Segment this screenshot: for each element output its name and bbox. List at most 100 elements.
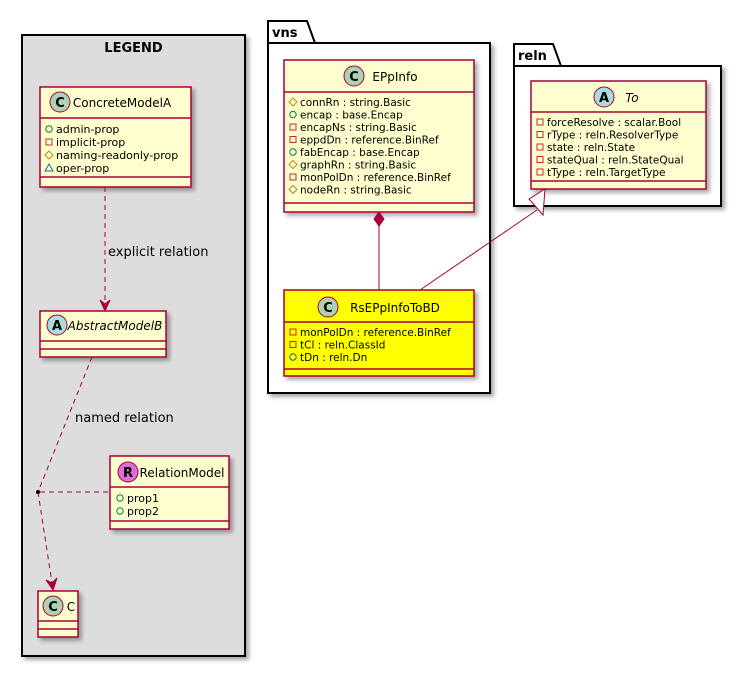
abstract-stereotype-icon <box>593 86 615 108</box>
attribute-text: graphRn : string.Basic <box>300 160 416 172</box>
attribute-row: state : reln.State <box>536 142 635 154</box>
class-stereotype-icon <box>343 65 365 87</box>
class-stereotype-icon <box>49 91 71 113</box>
private-visibility-icon <box>289 341 297 348</box>
attribute-row: prop2 <box>116 505 159 518</box>
private-visibility-icon <box>289 173 297 181</box>
private-visibility-icon <box>289 328 297 336</box>
attribute-row: prop1 <box>116 492 159 505</box>
attribute-row: monPolDn : reference.BinRef <box>289 172 451 184</box>
attribute-text: stateQual : reln.StateQual <box>547 155 684 167</box>
attribute-row: fabEncap : base.Encap <box>289 147 420 159</box>
class-stereotype-icon <box>317 296 339 318</box>
composition-link <box>373 211 385 290</box>
named-relation-label: named relation <box>75 411 174 426</box>
attribute-row: tType : reln.TargetType <box>536 167 666 179</box>
attribute-text: prop1 <box>127 492 159 505</box>
attribute-text: encap : base.Encap <box>300 110 403 122</box>
class-name: ConcreteModelA <box>73 96 172 110</box>
class-abstract-model-b[interactable]: A AbstractModelB <box>39 310 167 358</box>
stereotype-letter: A <box>52 319 62 334</box>
protected-visibility-icon <box>288 184 298 195</box>
private-visibility-icon <box>536 156 544 163</box>
class-name: RsEPpInfoToBD <box>350 301 440 315</box>
attribute-row: tCl : reln.ClassId <box>289 340 385 352</box>
class-name: RelationModel <box>140 466 225 480</box>
attribute-list: admin-propimplicit-propnaming-readonly-p… <box>44 123 178 175</box>
public-visibility-icon <box>289 110 297 119</box>
attribute-text: monPolDn : reference.BinRef <box>300 327 451 339</box>
public-visibility-icon <box>116 507 124 515</box>
class-name: EPpInfo <box>372 70 417 84</box>
attribute-row: connRn : string.Basic <box>288 97 411 109</box>
private-visibility-icon <box>536 131 544 138</box>
public-visibility-icon <box>289 148 297 156</box>
class-name: AbstractModelB <box>67 319 163 333</box>
public-visibility-icon <box>289 353 297 361</box>
public-visibility-icon <box>45 125 53 133</box>
attribute-text: monPolDn : reference.BinRef <box>300 172 451 184</box>
attribute-row: monPolDn : reference.BinRef <box>289 327 451 339</box>
class-name: C <box>67 600 75 614</box>
class-concrete-model-a[interactable]: C ConcreteModelA admin-propimplicit-prop… <box>39 86 192 188</box>
attribute-row: nodeRn : string.Basic <box>288 184 412 197</box>
private-visibility-icon <box>289 123 297 131</box>
private-visibility-icon <box>536 168 544 176</box>
reln-package-title: reln <box>518 49 547 64</box>
stereotype-letter: C <box>349 70 359 85</box>
class-name: To <box>625 91 638 105</box>
public-visibility-icon <box>116 494 124 502</box>
attribute-text: connRn : string.Basic <box>300 97 411 109</box>
relation-stereotype-icon <box>117 461 139 483</box>
class-rseppinfotobd[interactable]: C RsEPpInfoToBD monPolDn : reference.Bin… <box>283 289 475 377</box>
attribute-text: rType : reln.ResolverType <box>547 130 678 142</box>
attribute-text: encapNs : string.Basic <box>300 122 417 134</box>
attribute-text: fabEncap : base.Encap <box>300 147 420 159</box>
attribute-text: prop2 <box>127 505 159 518</box>
abstract-stereotype-icon <box>46 314 68 336</box>
stereotype-letter: C <box>48 600 58 615</box>
attribute-row: admin-prop <box>45 123 119 136</box>
attribute-text: oper-prop <box>56 162 109 175</box>
class-c[interactable]: C C <box>37 590 79 638</box>
protected-visibility-icon <box>288 97 298 107</box>
inheritance-link <box>419 188 546 291</box>
attribute-row: implicit-prop <box>45 136 125 149</box>
association-point <box>36 490 40 494</box>
stereotype-letter: A <box>599 91 609 106</box>
attribute-row: forceResolve : scalar.Bool <box>536 117 681 129</box>
explicit-relation-arrow: explicit relation <box>99 187 208 313</box>
legend-title: LEGEND <box>104 41 163 56</box>
attribute-text: implicit-prop <box>56 136 125 149</box>
attribute-row: encapNs : string.Basic <box>289 122 417 134</box>
attribute-row: rType : reln.ResolverType <box>536 130 678 142</box>
private-visibility-icon <box>536 143 544 151</box>
attribute-text: tType : reln.TargetType <box>547 167 666 179</box>
attribute-row: encap : base.Encap <box>289 110 403 122</box>
attribute-row: naming-readonly-prop <box>44 149 178 162</box>
attribute-text: nodeRn : string.Basic <box>300 185 412 197</box>
explicit-relation-label: explicit relation <box>108 245 208 260</box>
private-visibility-icon <box>289 136 297 143</box>
class-stereotype-icon <box>42 595 64 617</box>
attribute-text: state : reln.State <box>547 142 635 154</box>
attribute-text: admin-prop <box>56 123 119 136</box>
protected-visibility-icon <box>288 159 298 170</box>
named-relation-arrow: named relation <box>36 356 174 592</box>
stereotype-letter: R <box>123 466 133 481</box>
attribute-text: forceResolve : scalar.Bool <box>547 117 681 129</box>
attribute-row: oper-prop <box>44 162 109 175</box>
stereotype-letter: C <box>55 96 65 111</box>
attribute-text: tCl : reln.ClassId <box>300 340 385 352</box>
private-visibility-icon <box>45 138 53 146</box>
attribute-row: tDn : reln.Dn <box>289 352 367 364</box>
attribute-text: tDn : reln.Dn <box>300 352 367 364</box>
